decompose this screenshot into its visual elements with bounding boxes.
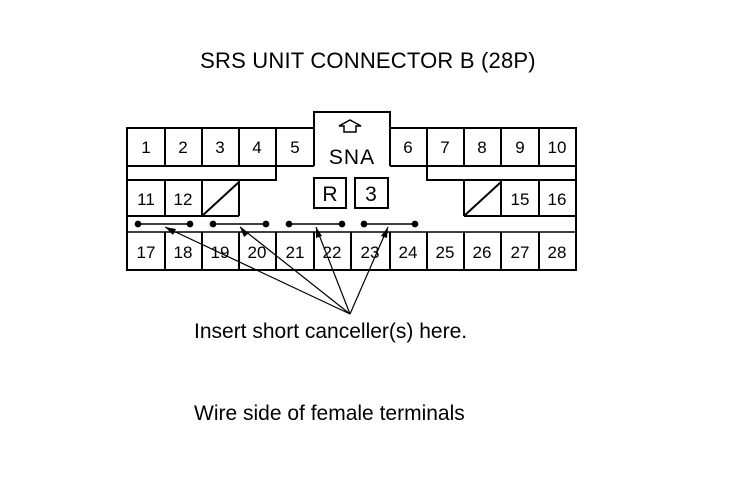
pin-label: 16 [548, 190, 567, 209]
pin-label: 21 [286, 243, 305, 262]
short-canceller-note: Insert short canceller(s) here. [194, 320, 468, 343]
pin-label: 23 [361, 243, 380, 262]
short-canceller-contacts [134, 220, 419, 228]
pin-label: 26 [473, 243, 492, 262]
pin-label: 12 [174, 190, 193, 209]
pin-label: 18 [174, 243, 193, 262]
pin-label: 24 [399, 243, 418, 262]
mark-3: 3 [365, 183, 377, 206]
pin-label: 19 [211, 243, 230, 262]
pin-label: 11 [137, 190, 155, 209]
leader-arrowhead [316, 227, 322, 238]
leader-arrowhead [240, 227, 249, 237]
pin-label: 20 [248, 243, 267, 262]
leader-arrowhead [165, 227, 176, 235]
pin-label: 25 [436, 243, 455, 262]
pin-label: 2 [178, 138, 187, 157]
pin-label: 10 [548, 138, 567, 157]
pin-label: 5 [290, 138, 299, 157]
pin-label: 9 [515, 138, 524, 157]
pin-label: 6 [403, 138, 412, 157]
diagram-title: SRS UNIT CONNECTOR B (28P) [200, 48, 536, 73]
leader-arrowhead [381, 227, 388, 238]
pin-label: 28 [548, 243, 567, 262]
pin-label: 17 [137, 243, 156, 262]
key-label: SNA [329, 146, 375, 169]
pin-label: 4 [252, 138, 261, 157]
arrow-up-icon [338, 119, 362, 133]
pin-label: 7 [440, 138, 449, 157]
pin-label: 22 [323, 243, 342, 262]
pin-label: 8 [477, 138, 486, 157]
mark-r: R [322, 183, 337, 206]
mark-box-r [313, 177, 347, 209]
mark-box-3 [354, 177, 389, 209]
pin-label: 15 [511, 190, 530, 209]
pin-label: 27 [511, 243, 530, 262]
leader-lines [164, 226, 389, 315]
pin-label: 1 [141, 138, 150, 157]
pin-label: 3 [215, 138, 224, 157]
wire-side-label: Wire side of female terminals [194, 402, 465, 425]
